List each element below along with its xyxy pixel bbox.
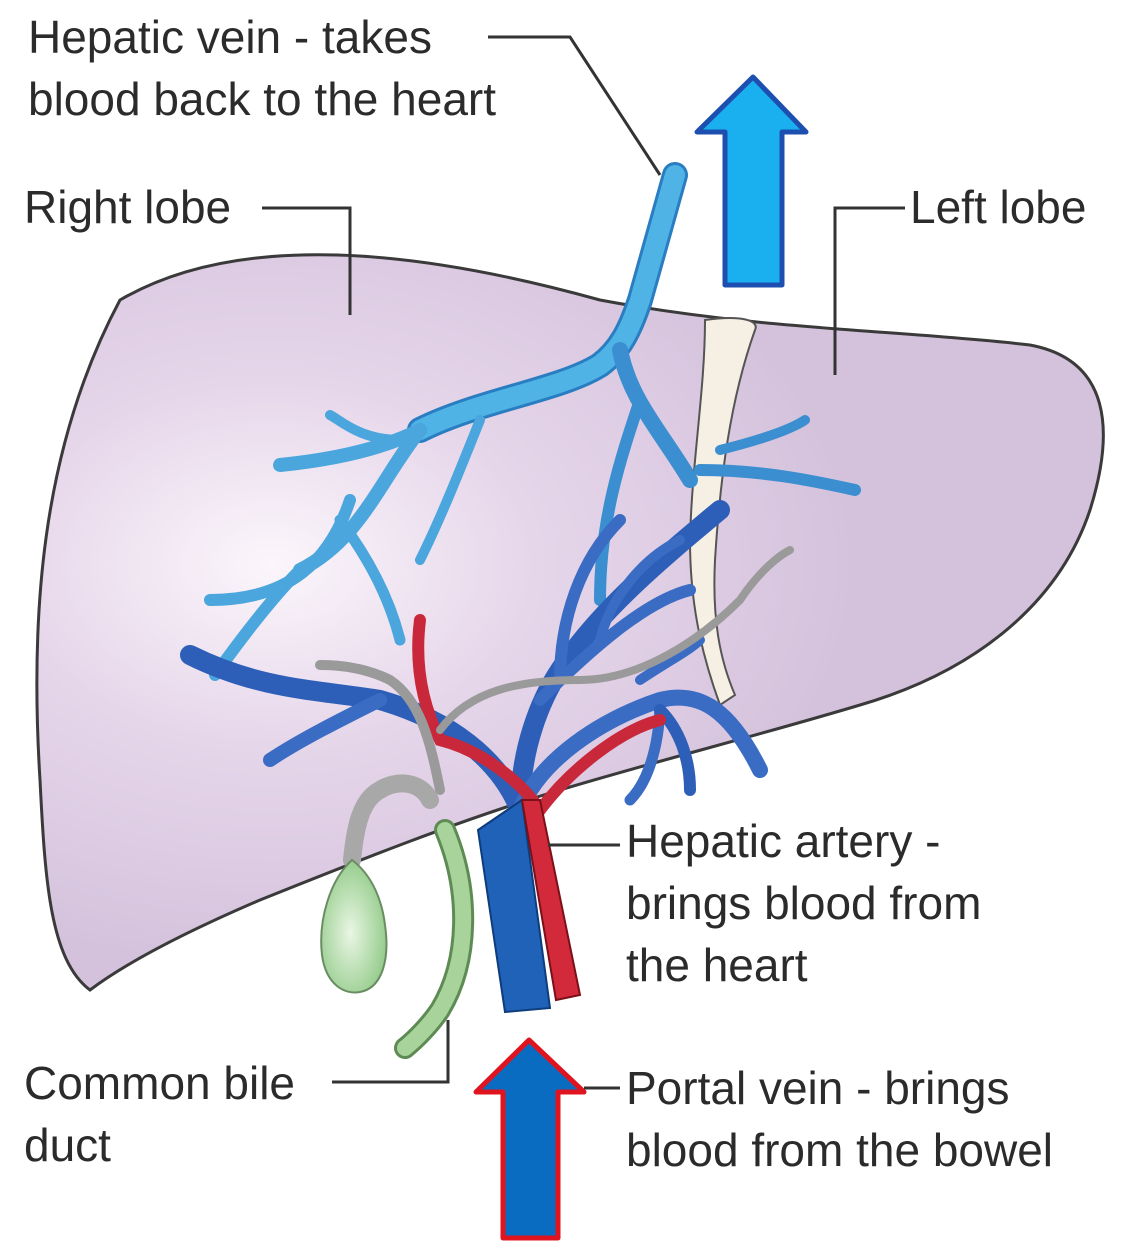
common-bile-duct-label-line1: Common bile xyxy=(24,1052,295,1114)
common-bile-duct-label: Common bile duct xyxy=(24,1052,295,1176)
portal-vein-label: Portal vein - brings blood from the bowe… xyxy=(626,1057,1053,1181)
hepatic-artery-label-line3: the heart xyxy=(626,934,981,996)
gall-bladder xyxy=(321,860,386,993)
hepatic-vein-label-line2: blood back to the heart xyxy=(28,68,496,130)
outflow-arrow xyxy=(697,77,806,285)
portal-vein-label-line2: blood from the bowel xyxy=(626,1119,1053,1181)
hepatic-artery-label: Hepatic artery - brings blood from the h… xyxy=(626,810,981,996)
portal-vein-label-line1: Portal vein - brings xyxy=(626,1057,1053,1119)
inflow-arrow xyxy=(476,1040,584,1238)
hepatic-vein-label-line1: Hepatic vein - takes xyxy=(28,6,496,68)
left-lobe-label-text: Left lobe xyxy=(910,176,1086,238)
right-lobe-label-text: Right lobe xyxy=(24,176,231,238)
hepatic-artery-label-line2: brings blood from xyxy=(626,872,981,934)
hepatic-artery-label-line1: Hepatic artery - xyxy=(626,810,981,872)
hepatic-vein-label: Hepatic vein - takes blood back to the h… xyxy=(28,6,496,130)
right-lobe-label: Right lobe xyxy=(24,176,231,238)
common-bile-duct-label-line2: duct xyxy=(24,1114,295,1176)
left-lobe-label: Left lobe xyxy=(910,176,1086,238)
